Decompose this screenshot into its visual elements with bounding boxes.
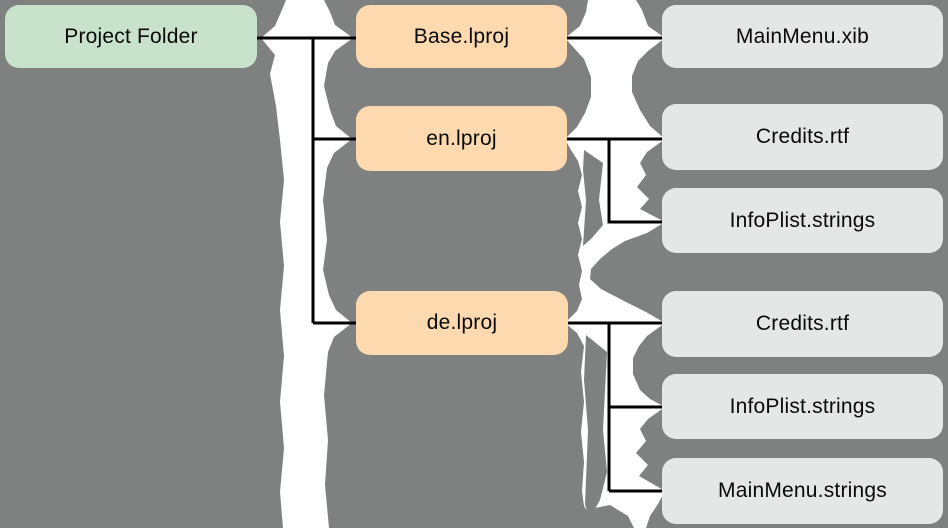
node-de-mainmenu-strings: MainMenu.strings bbox=[662, 458, 943, 524]
tree-connectors bbox=[250, 36, 668, 493]
node-en-credits-rtf: Credits.rtf bbox=[662, 104, 943, 170]
node-base-mainmenu-xib: MainMenu.xib bbox=[662, 5, 943, 68]
node-de-infoplist-strings-label: InfoPlist.strings bbox=[729, 394, 876, 418]
node-en-infoplist-strings-label: InfoPlist.strings bbox=[729, 208, 876, 232]
node-base-mainmenu-xib-label: MainMenu.xib bbox=[735, 24, 870, 48]
torn-gap-bottom bbox=[585, 505, 634, 528]
node-de-lproj: de.lproj bbox=[356, 291, 568, 355]
node-de-credits-rtf: Credits.rtf bbox=[662, 291, 943, 357]
node-de-lproj-label: de.lproj bbox=[426, 311, 498, 334]
torn-gap-de-section bbox=[584, 335, 607, 518]
torn-gap-en-section bbox=[583, 150, 603, 246]
node-en-credits-rtf-label: Credits.rtf bbox=[755, 125, 850, 148]
node-project-folder: Project Folder bbox=[5, 5, 257, 68]
torn-band-right bbox=[565, 0, 665, 528]
torn-band-left bbox=[261, 0, 353, 528]
node-en-lproj-label: en.lproj bbox=[426, 126, 497, 150]
node-de-credits-rtf-label: Credits.rtf bbox=[755, 312, 850, 335]
connector-en-to-infoplist bbox=[607, 139, 668, 224]
node-de-infoplist-strings: InfoPlist.strings bbox=[662, 374, 943, 439]
node-base-lproj: Base.lproj bbox=[356, 5, 567, 68]
node-de-mainmenu-strings-label: MainMenu.strings bbox=[718, 479, 887, 502]
node-en-lproj: en.lproj bbox=[356, 106, 567, 171]
node-base-lproj-label: Base.lproj bbox=[413, 24, 510, 48]
node-project-folder-label: Project Folder bbox=[64, 24, 198, 48]
node-en-infoplist-strings: InfoPlist.strings bbox=[662, 188, 943, 253]
